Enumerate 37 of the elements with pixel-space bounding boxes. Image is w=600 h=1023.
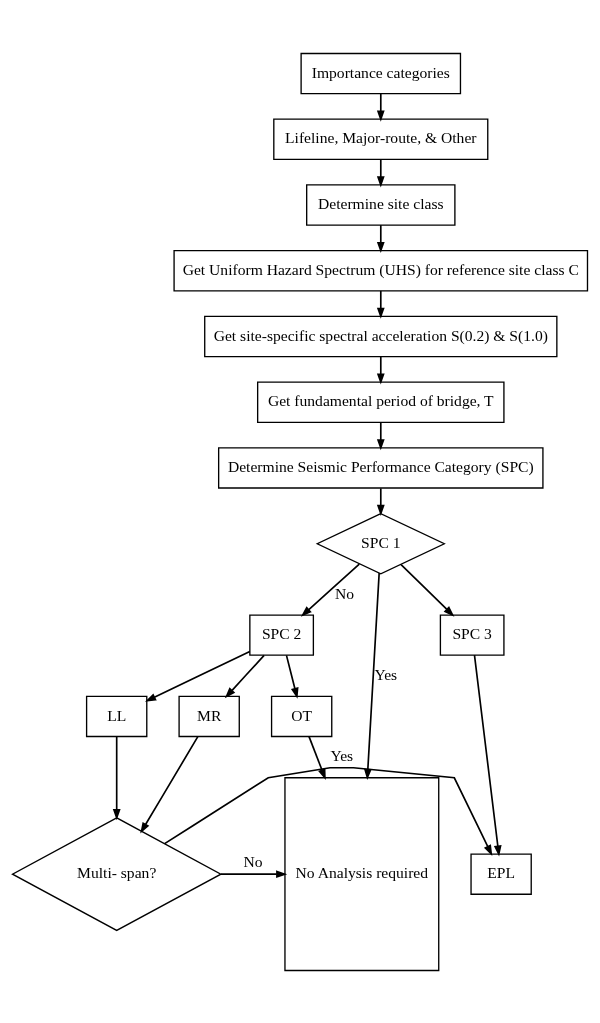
arrow	[308, 735, 326, 780]
node-box: Get fundamental period of bridge, T	[257, 381, 505, 423]
node-box: LL	[85, 695, 148, 737]
node-box: Get site-specific spectral acceleration S(0.2) & S(1.0)	[204, 315, 558, 357]
arrow	[140, 735, 199, 833]
node-diamond: Multi- span?	[11, 816, 223, 931]
arrow	[220, 869, 288, 878]
node-box: Determine site class	[306, 183, 456, 226]
edge-label: No	[335, 584, 355, 602]
arrow	[376, 289, 385, 319]
edge-label: Yes	[374, 665, 398, 683]
node-diamond: SPC 1	[315, 512, 446, 575]
node-box: MR	[178, 695, 240, 737]
node-box: EPL	[470, 852, 532, 895]
arrow	[473, 653, 502, 856]
arrow	[145, 650, 251, 702]
arrow	[376, 487, 385, 516]
arrow	[376, 421, 385, 450]
node-box: Determine Seismic Performance Category (SPC)	[218, 446, 544, 489]
node-box: OT	[270, 695, 333, 737]
arrow	[400, 563, 455, 617]
arrow	[376, 158, 385, 187]
node-box: Lifeline, Major-route, & Other	[273, 118, 489, 160]
node-box: SPC 2	[249, 613, 315, 656]
node-box: SPC 3	[439, 613, 505, 656]
edge-label: No	[243, 852, 263, 870]
arrow	[285, 654, 299, 699]
arrow	[376, 355, 385, 385]
arrow	[376, 223, 385, 253]
node-box: Get Uniform Hazard Spectrum (UHS) for reference site class C	[173, 249, 589, 291]
arrow	[112, 735, 121, 820]
arrow	[224, 654, 265, 698]
node-box: No Analysis required	[284, 776, 440, 971]
node-box: Importance categories	[300, 52, 462, 94]
edge-label: Yes	[330, 746, 354, 764]
arrow	[300, 562, 361, 617]
arrow	[376, 92, 385, 122]
